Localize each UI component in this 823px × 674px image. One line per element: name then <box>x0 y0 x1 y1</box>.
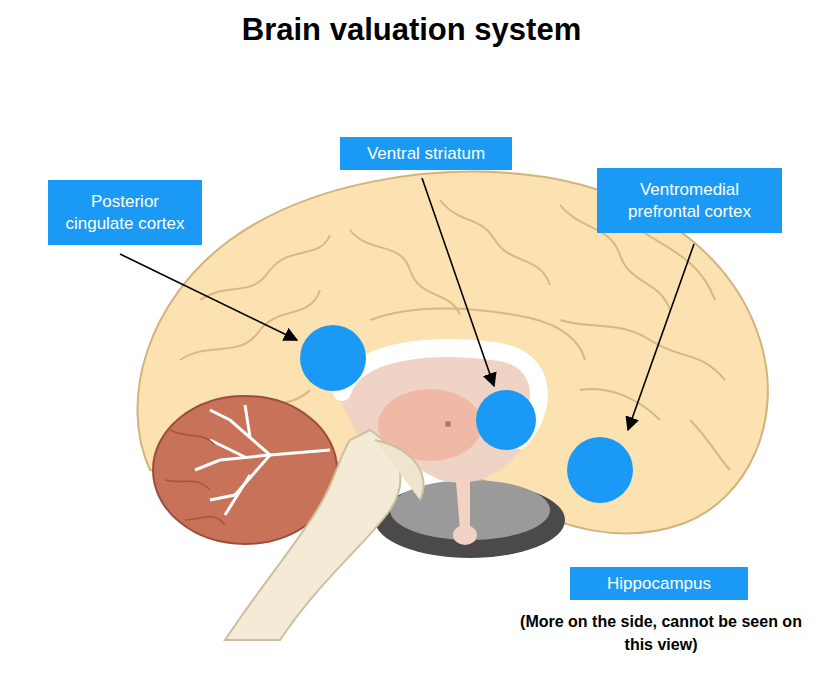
leader-line <box>628 244 694 430</box>
pituitary-stalk <box>455 470 470 530</box>
region-label-text: Posterior cingulate cortex <box>56 191 194 234</box>
brainstem <box>225 430 400 640</box>
region-label-box: Ventral striatum <box>340 137 512 170</box>
region-label-box: Ventromedial prefrontal cortex <box>597 168 782 233</box>
leader-line <box>422 178 494 386</box>
arbor-vitae <box>195 405 330 515</box>
leader-line <box>120 254 297 340</box>
region-label-text: Ventral striatum <box>367 143 485 164</box>
cerebellum-folia <box>165 430 225 525</box>
thalamus-dot <box>445 421 451 427</box>
region-label-box: Posterior cingulate cortex <box>48 180 202 245</box>
pons <box>375 440 424 500</box>
note-text: (More on the side, cannot be seen on thi… <box>508 610 814 656</box>
region-label-text: Hippocampus <box>607 573 711 594</box>
region-label-box: Hippocampus <box>570 567 748 600</box>
pituitary <box>453 525 477 545</box>
region-label-text: Ventromedial prefrontal cortex <box>605 179 774 222</box>
region-marker <box>476 390 536 450</box>
diagram-title: Brain valuation system <box>0 12 823 48</box>
region-marker <box>567 437 633 503</box>
region-marker <box>300 325 366 391</box>
